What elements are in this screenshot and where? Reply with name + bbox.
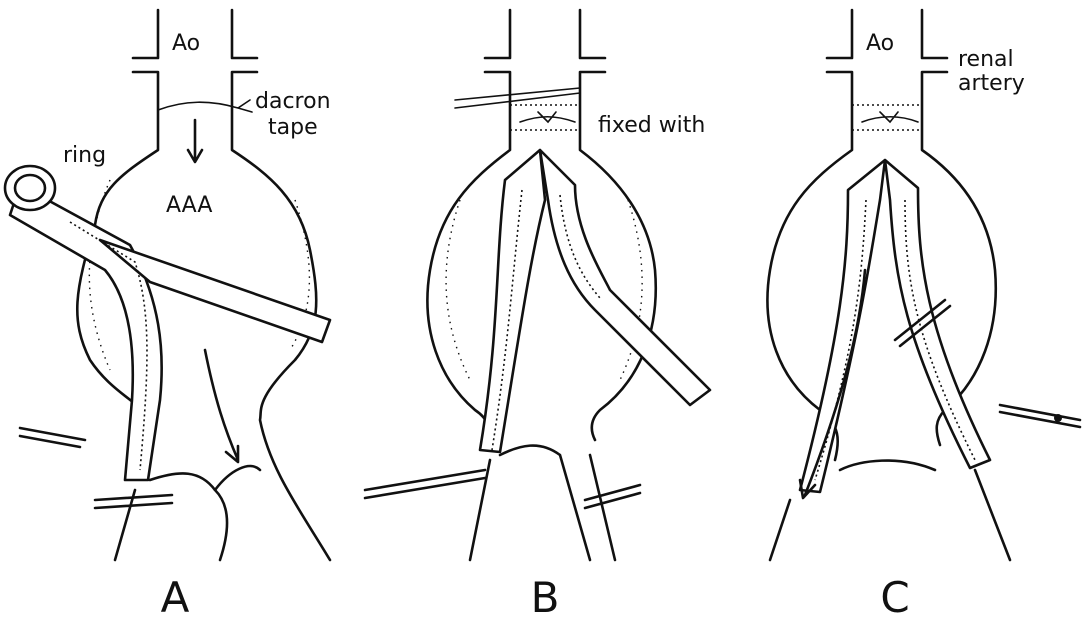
ring-label-a: ring: [63, 143, 106, 168]
fixed-label-b: fixed with: [598, 113, 705, 138]
graft-limb-right-b: [540, 150, 710, 405]
tape-label-a: tape: [268, 115, 318, 140]
iliac-left-a: [115, 473, 227, 560]
graft-limb-left-c: [800, 160, 885, 492]
aorta-label-a: Ao: [172, 31, 200, 56]
tape-line-c: [852, 105, 922, 130]
sac-hatch-b: [446, 200, 642, 380]
graft-limb-left-b: [480, 150, 545, 452]
aorta-wall-right-b: [580, 10, 656, 440]
tie-c: [862, 112, 918, 122]
tie-b: [520, 112, 575, 122]
flow-arrow-iliac-a: [205, 350, 238, 462]
artery-label-c: artery: [958, 71, 1025, 96]
renal-label-c: renal: [958, 47, 1014, 72]
dacron-label-a: dacron: [255, 89, 331, 114]
panel-b: fixed with B: [365, 10, 710, 622]
panel-c: Ao renal artery C: [767, 10, 1080, 622]
panel-letter-a: A: [161, 573, 190, 622]
iliac-b: [470, 446, 615, 560]
panel-letter-c: C: [880, 573, 909, 622]
aneurysm-label-a: AAA: [166, 193, 212, 218]
panel-letter-b: B: [531, 573, 560, 622]
graft-ring-a: [5, 166, 55, 210]
dacron-tape-a: [158, 100, 252, 112]
graft-limb-a: [10, 185, 162, 480]
iliac-right-a: [215, 466, 260, 490]
panel-a: Ao dacron tape AAA ring A: [5, 10, 331, 622]
aorta-label-c: Ao: [866, 31, 894, 56]
flow-arrow-a: [188, 120, 202, 162]
clamp-pivot-c: [1054, 414, 1062, 422]
